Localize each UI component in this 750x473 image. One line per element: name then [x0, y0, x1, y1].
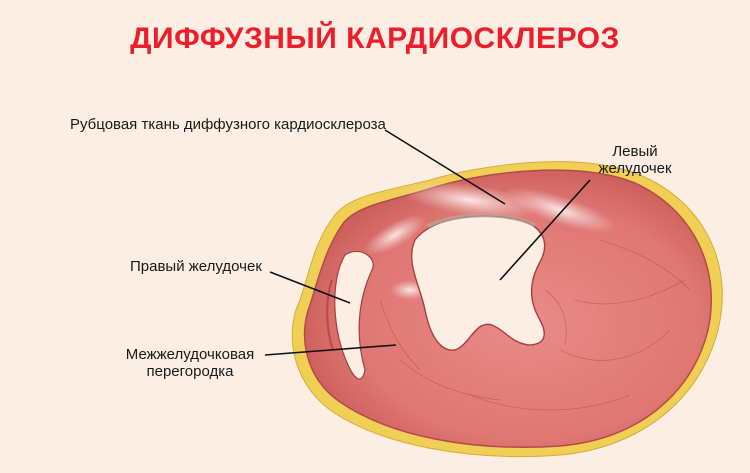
- leader-lines: [264, 129, 591, 356]
- label-right-ventricle: Правый желудочек: [130, 258, 262, 275]
- muscle-texture: [379, 239, 691, 411]
- page-title: ДИФФУЗНЫЙ КАРДИОСКЛЕРОЗ: [130, 22, 620, 55]
- label-septum: Межжелудочковая перегородка: [120, 346, 260, 380]
- leader-line-left-ventricle: [499, 179, 591, 281]
- label-septum-line2: перегородка: [146, 363, 234, 380]
- label-left-ventricle-line1: Левый: [612, 143, 658, 160]
- label-left-ventricle-line2: желудочек: [598, 160, 672, 177]
- leader-line-right-ventricle: [269, 271, 351, 304]
- label-scar-tissue: Рубцовая ткань диффузного кардиосклероза: [70, 116, 386, 133]
- leader-line-septum: [264, 344, 397, 356]
- label-septum-line1: Межжелудочковая: [125, 346, 255, 363]
- right-ventricle-cavity: [326, 250, 374, 380]
- left-ventricle-cavity: [410, 213, 546, 351]
- leader-line-scar: [384, 129, 506, 205]
- label-left-ventricle: Левый желудочек: [585, 143, 685, 177]
